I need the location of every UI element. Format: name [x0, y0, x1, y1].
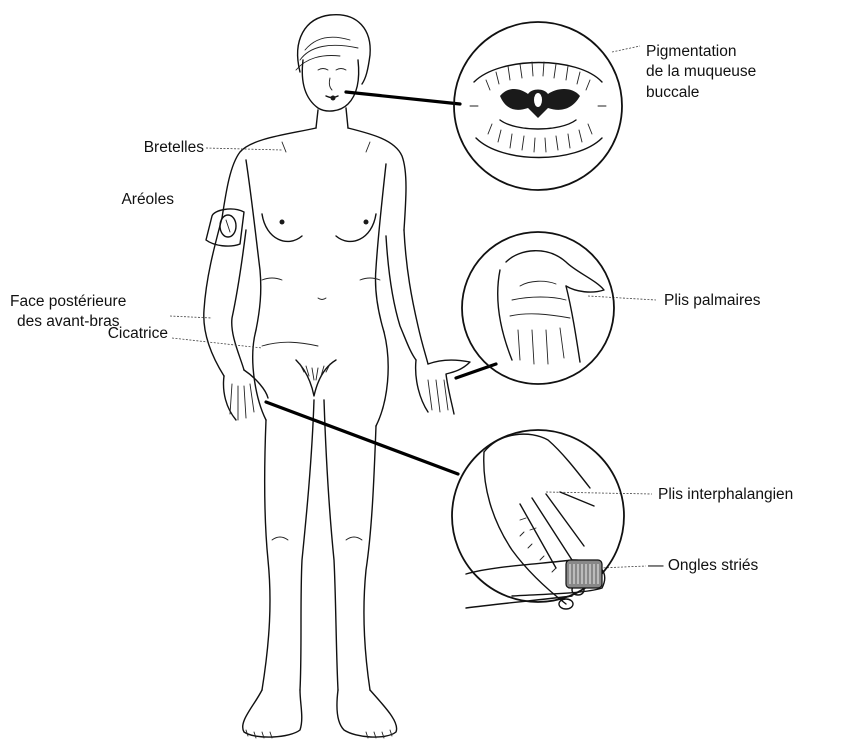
- label-cicatrice: Cicatrice: [108, 324, 168, 343]
- ongles-text: Ongles striés: [668, 557, 758, 574]
- label-plis-interphalangien: Plis interphalangien: [658, 485, 793, 504]
- leader-lines: [170, 46, 656, 568]
- label-plis-palmaires: Plis palmaires: [664, 291, 760, 310]
- female-figure: [204, 15, 470, 738]
- label-pigmentation-2: de la muqueuse: [646, 62, 756, 81]
- label-face-posterieure-2: des avant-bras: [17, 312, 120, 331]
- label-bretelles: Bretelles: [144, 138, 204, 157]
- label-ongles-stries: — Ongles striés: [648, 556, 758, 575]
- label-pigmentation-1: Pigmentation: [646, 42, 736, 61]
- label-areoles: Aréoles: [121, 190, 174, 209]
- palm-detail: [462, 232, 614, 384]
- mouth-detail: [454, 22, 622, 190]
- pointer-lines: [266, 92, 496, 474]
- label-face-posterieure-1: Face postérieure: [10, 292, 126, 311]
- label-pigmentation-3: buccale: [646, 83, 699, 102]
- ongles-dash: —: [648, 557, 668, 574]
